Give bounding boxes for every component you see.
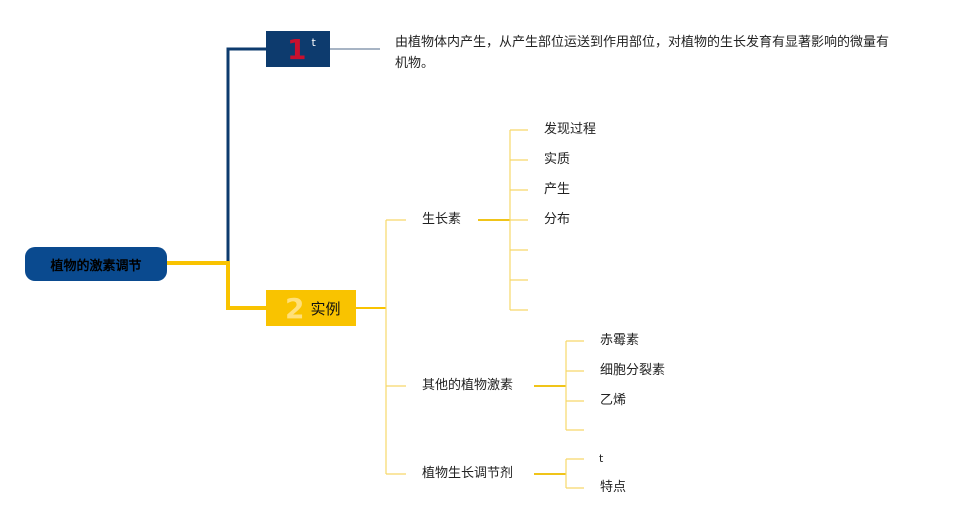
leaf-essence[interactable]: 实质 (544, 152, 571, 167)
node-growth-hormone[interactable]: 生长素 (422, 212, 462, 227)
leaf-cytokinin[interactable]: 细胞分裂素 (600, 363, 666, 378)
node-other-hormones[interactable]: 其他的植物激素 (422, 378, 514, 393)
branch2-label: 实例 (310, 299, 341, 318)
branch2-node[interactable]: 2 实例 (266, 290, 356, 326)
node-growth-regulators[interactable]: 植物生长调节剂 (422, 466, 514, 481)
branch2-number: 2 (285, 291, 305, 325)
branch1-node[interactable]: 1 t (266, 31, 330, 67)
leaf-characteristics[interactable]: 特点 (600, 480, 627, 495)
root-label: 植物的激素调节 (50, 258, 142, 274)
leaf-gibberellin[interactable]: 赤霉素 (600, 333, 640, 348)
growth-hormone-leaf-lines (478, 129, 528, 311)
branch1-label: t (311, 35, 316, 49)
other-hormones-leaf-lines (534, 340, 584, 431)
root-node[interactable]: 植物的激素调节 (25, 247, 167, 281)
regulator-leaf-lines (534, 458, 584, 489)
branch1-number: 1 (287, 32, 307, 66)
connector-root-branch2 (167, 261, 266, 310)
leaf-discovery-process[interactable]: 发现过程 (544, 122, 597, 137)
leaf-distribution[interactable]: 分布 (544, 212, 571, 227)
connector-root-branch1 (167, 47, 266, 265)
sub-branch-lines (385, 219, 406, 475)
branch1-description: 由植物体内产生，从产生部位运送到作用部位，对植物的生长发育有显著影响的微量有机物… (395, 35, 890, 71)
leaf-regulator-t[interactable]: t (599, 452, 604, 465)
leaf-production[interactable]: 产生 (544, 182, 571, 197)
leaf-ethylene[interactable]: 乙烯 (600, 393, 627, 408)
